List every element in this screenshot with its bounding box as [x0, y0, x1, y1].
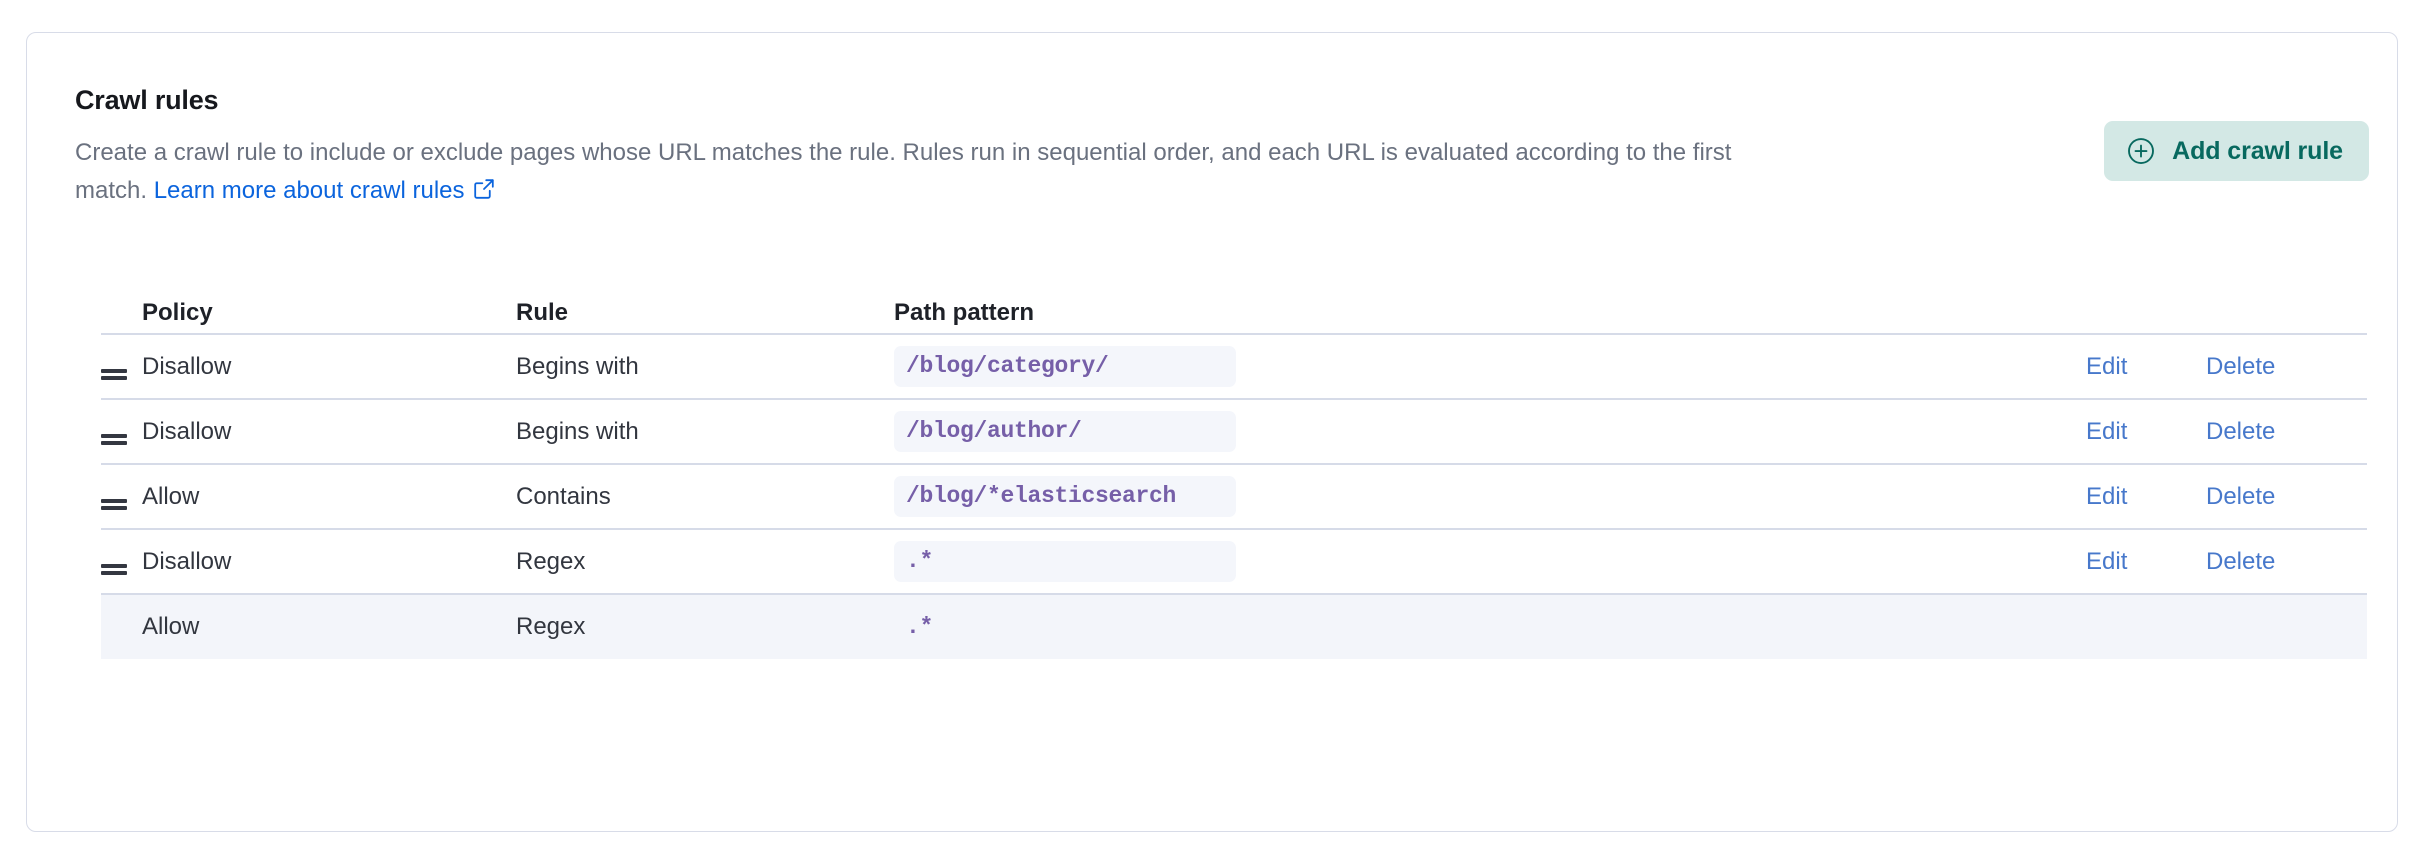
edit-link[interactable]: Edit [2086, 352, 2128, 380]
path-pattern-code: .* [906, 613, 934, 640]
plus-circle-icon [2126, 136, 2156, 166]
cell-edit: Edit [2086, 418, 2206, 446]
drag-handle-icon[interactable] [101, 490, 127, 510]
cell-policy: Allow [142, 613, 200, 640]
path-pattern-code: /blog/*elasticsearch [894, 476, 1236, 517]
add-crawl-rule-button[interactable]: Add crawl rule [2104, 121, 2369, 181]
delete-link[interactable]: Delete [2206, 482, 2276, 510]
description-text: Create a crawl rule to include or exclud… [75, 139, 1732, 204]
card-header: Crawl rules Create a crawl rule to inclu… [75, 83, 1775, 212]
cell-edit: Edit [2086, 548, 2206, 576]
cell-rule: Regex [516, 547, 586, 575]
drag-handle-icon[interactable] [101, 555, 127, 575]
row-handle-cell [101, 555, 142, 575]
cell-policy: Disallow [142, 352, 232, 380]
table-row: Disallow Regex .* Edit Delete [101, 530, 2367, 595]
path-pattern-code: /blog/author/ [894, 411, 1236, 452]
cell-path-pattern: .* [894, 607, 2086, 648]
learn-more-label: Learn more about crawl rules [153, 177, 465, 204]
cell-path-pattern: .* [894, 541, 2086, 582]
cell-edit: Edit [2086, 353, 2206, 381]
delete-link[interactable]: Delete [2206, 547, 2276, 575]
row-handle-cell [101, 425, 142, 445]
cell-rule: Regex [516, 613, 586, 640]
row-handle-cell [101, 490, 142, 510]
table-row: Allow Contains/blog/*elasticsearch Edit Del… [101, 465, 2367, 530]
drag-handle-icon[interactable] [101, 425, 127, 445]
cell-delete: Delete [2206, 548, 2366, 576]
cell-policy: Disallow [142, 417, 232, 445]
table-row: Disallow Begins with/blog/author/Edit Dele… [101, 400, 2367, 465]
edit-link[interactable]: Edit [2086, 482, 2128, 510]
column-header-rule: Rule [516, 299, 569, 326]
cell-delete: Delete [2206, 418, 2366, 446]
external-link-icon [473, 174, 495, 212]
cell-rule: Contains [516, 482, 611, 510]
page-title: Crawl rules [75, 85, 219, 115]
delete-link[interactable]: Delete [2206, 417, 2276, 445]
cell-rule: Begins with [516, 352, 639, 380]
table-header-row: Policy Rule Path pattern [101, 283, 2367, 335]
cell-policy: Disallow [142, 547, 232, 575]
cell-policy: Allow [142, 482, 200, 510]
table-row: Allow Regex .* [101, 595, 2367, 659]
learn-more-link[interactable]: Learn more about crawl rules [154, 177, 495, 204]
cell-path-pattern: /blog/*elasticsearch [894, 476, 2086, 517]
path-pattern-code: .* [894, 541, 1236, 582]
table-row: Disallow Begins with/blog/category/Edit De… [101, 335, 2367, 400]
edit-link[interactable]: Edit [2086, 547, 2128, 575]
column-header-path-pattern: Path pattern [894, 299, 1035, 326]
crawl-rules-card: Crawl rules Create a crawl rule to inclu… [26, 32, 2398, 832]
cell-delete: Delete [2206, 353, 2366, 381]
cell-delete: Delete [2206, 483, 2366, 511]
column-header-policy: Policy [142, 299, 213, 326]
cell-path-pattern: /blog/category/ [894, 346, 2086, 387]
cell-rule: Begins with [516, 417, 639, 445]
cell-path-pattern: /blog/author/ [894, 411, 2086, 452]
row-handle-cell [101, 360, 142, 380]
cell-edit: Edit [2086, 483, 2206, 511]
add-crawl-rule-label: Add crawl rule [2172, 136, 2343, 165]
path-pattern-code: /blog/category/ [894, 346, 1236, 387]
drag-handle-icon[interactable] [101, 360, 127, 380]
card-description: Create a crawl rule to include or exclud… [75, 134, 1755, 212]
edit-link[interactable]: Edit [2086, 417, 2128, 445]
delete-link[interactable]: Delete [2206, 352, 2276, 380]
